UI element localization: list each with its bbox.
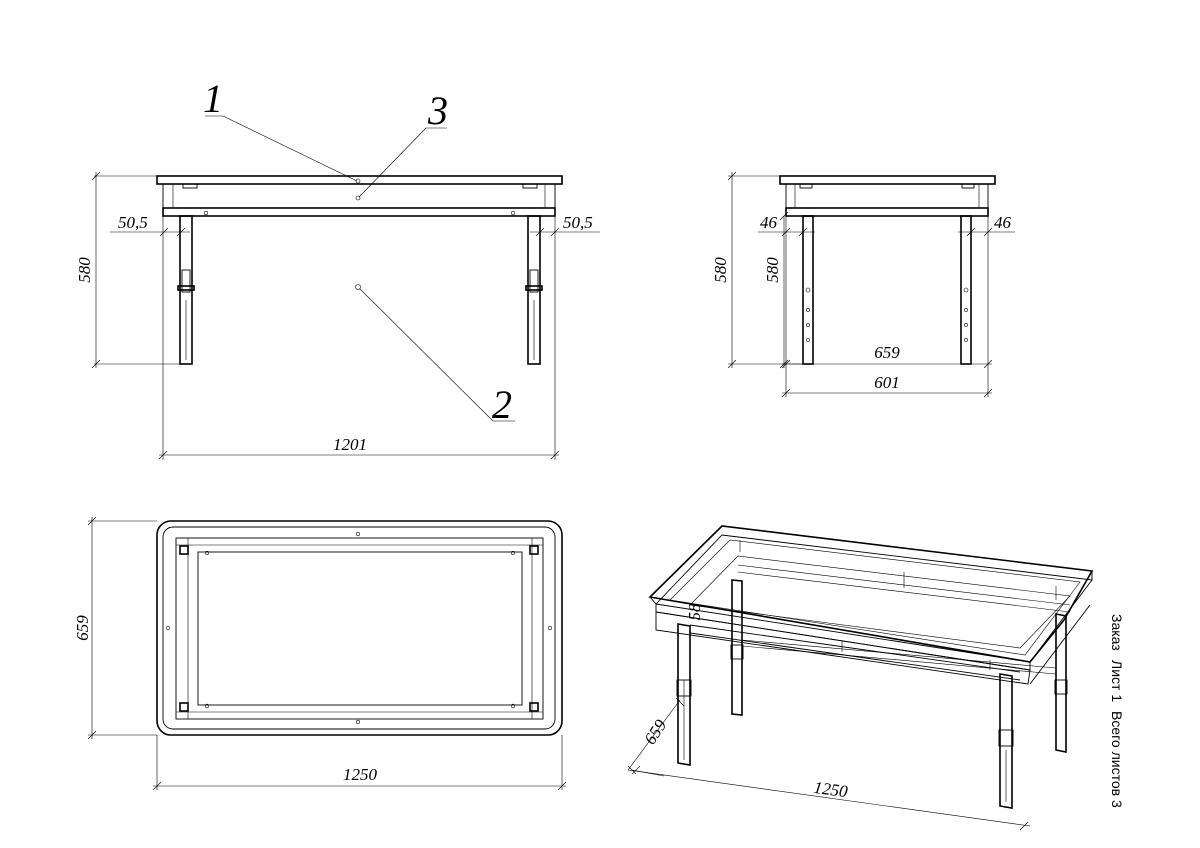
front-callouts: 1 3 2: [203, 76, 515, 427]
title-stamp: Заказ Лист 1 Всего листов 3: [1099, 614, 1125, 824]
front-height-dim: 580: [75, 257, 94, 283]
stamp-order: Заказ: [1109, 614, 1125, 651]
side-height-outer-dim: 580: [711, 257, 730, 283]
front-right-offset-dim: 50,5: [563, 213, 593, 232]
top-view: [156, 520, 563, 736]
side-depth-bottom-dim: 601: [874, 373, 900, 392]
front-view: [156, 175, 563, 365]
callout-2: 2: [492, 382, 512, 427]
side-right-offset-dim: 46: [994, 213, 1012, 232]
front-dimensions: 580 1201 50,5 50,5: [75, 171, 600, 460]
iso-partial-dim: 58: [685, 603, 704, 621]
side-depth-top-dim: 659: [874, 343, 900, 362]
side-height-inner-dim: 580: [763, 257, 782, 283]
side-dimensions: 580 580 46 46 659 601: [711, 171, 1015, 398]
side-left-offset-dim: 46: [760, 213, 778, 232]
callout-3: 3: [427, 88, 448, 133]
top-dimensions: 659 1250: [73, 516, 567, 791]
callout-1: 1: [203, 76, 223, 121]
front-left-offset-dim: 50,5: [118, 213, 148, 232]
stamp-total: Всего листов 3: [1109, 710, 1125, 808]
iso-view: [648, 525, 1094, 809]
side-view: [779, 175, 996, 365]
iso-length-dim: 1250: [813, 778, 850, 801]
iso-dimensions: 58 659 1250: [627, 603, 1031, 831]
front-width-dim: 1201: [333, 435, 367, 454]
top-length-dim: 1250: [343, 765, 378, 784]
top-depth-dim: 659: [73, 615, 92, 641]
stamp-sheet: Лист 1: [1109, 659, 1125, 702]
iso-depth-dim: 659: [640, 716, 670, 748]
